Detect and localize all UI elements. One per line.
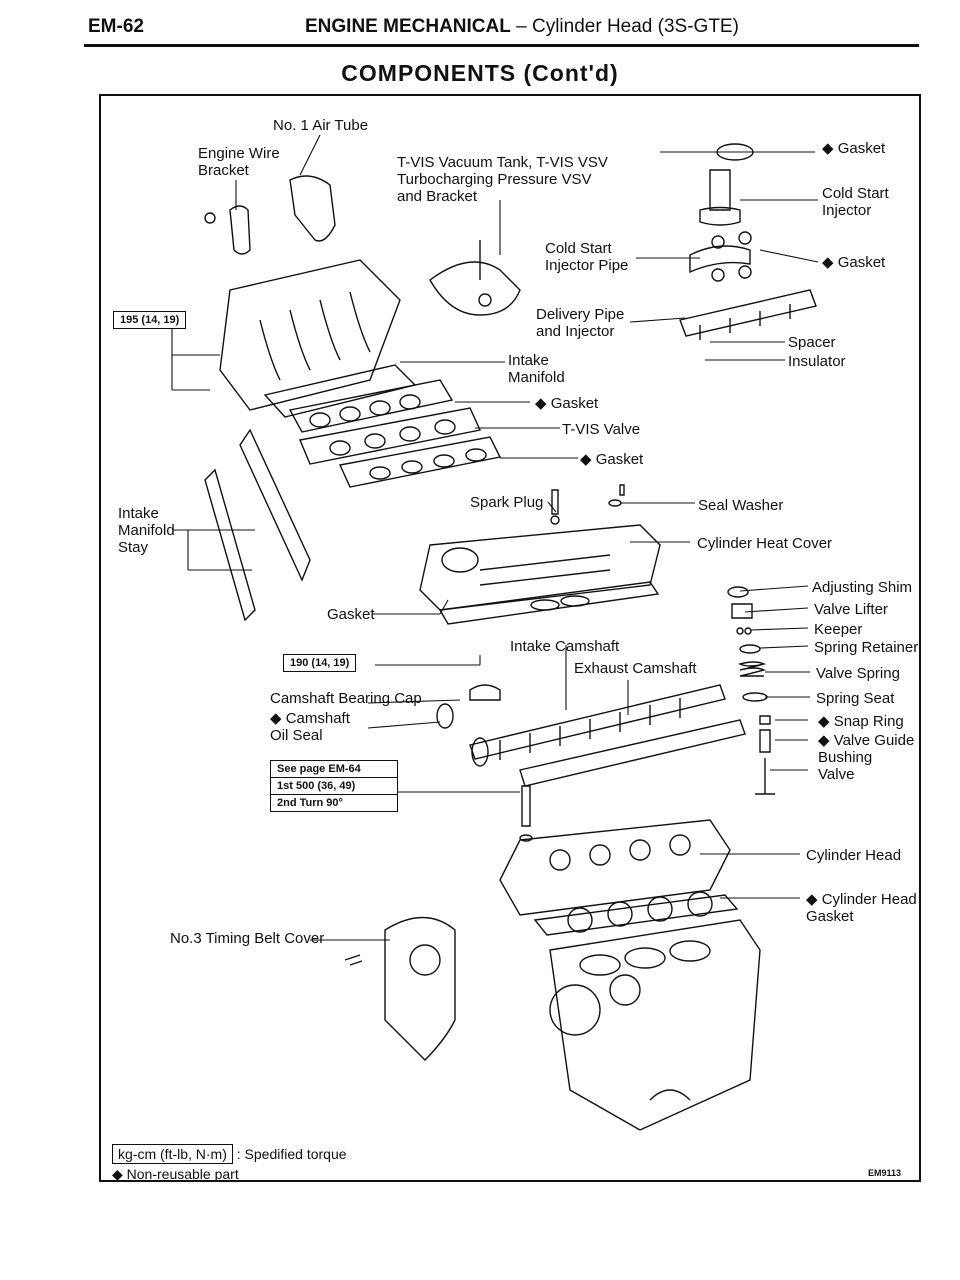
label-spacer: Spacer <box>788 334 836 351</box>
label-insulator: Insulator <box>788 353 846 370</box>
legend-nonreusable: ◆ Non-reusable part <box>112 1166 239 1182</box>
label-intake-manifold-stay: Intake Manifold Stay <box>118 505 175 556</box>
intake-manifold-sketch <box>219 259 417 418</box>
label-valve: Valve <box>818 766 855 783</box>
label-cold-start-injector: Cold Start Injector <box>822 185 889 219</box>
torque-box-bearing-cap: 190 (14, 19) <box>283 654 357 672</box>
cold-start-injector-sketch <box>699 143 754 226</box>
header-rule <box>84 44 919 47</box>
manifold-stay-sketch <box>204 428 311 622</box>
label-snap-ring: ◆ Snap Ring <box>818 713 904 730</box>
engine-block-sketch <box>549 919 761 1131</box>
legend-torque-text: : Spedified torque <box>236 1146 347 1162</box>
delivery-pipe-sketch <box>679 289 817 340</box>
label-tvis-vacuum-tank: T-VIS Vacuum Tank, T-VIS VSV Turbochargi… <box>397 154 608 205</box>
head-bolt-step1: 1st 500 (36, 49) <box>271 778 397 795</box>
figure-code: EM9113 <box>868 1168 902 1178</box>
label-intake-manifold: Intake Manifold <box>508 352 565 386</box>
injector-pipe-sketch <box>689 231 752 282</box>
leader-lines <box>171 134 819 941</box>
label-valve-spring: Valve Spring <box>816 665 900 682</box>
valve-train-sketch <box>727 586 775 795</box>
label-gasket-top: ◆ Gasket <box>822 140 886 157</box>
torque-box-intake-manifold: 195 (14, 19) <box>113 311 187 329</box>
spark-plug-sketch <box>550 484 625 525</box>
label-intake-camshaft: Intake Camshaft <box>510 638 620 655</box>
camshaft-sketch <box>469 684 746 787</box>
head-bolt-step2: 2nd Turn 90° <box>277 797 343 809</box>
vacuum-tank-sketch <box>429 240 521 316</box>
page-number: EM-62 <box>88 16 144 37</box>
label-delivery-pipe: Delivery Pipe and Injector <box>536 306 625 340</box>
label-gasket-cover: Gasket <box>327 606 375 623</box>
tvis-valve-sketch <box>299 407 482 465</box>
page-heading: COMPONENTS (Cont'd) <box>341 60 619 86</box>
torque-box-head-bolt: See page EM-64 1st 500 (36, 49) 2nd Turn… <box>270 760 398 812</box>
label-camshaft-oil-seal: ◆ Camshaft Oil Seal <box>270 710 350 744</box>
cylinder-head-cover-sketch <box>419 524 661 611</box>
subsection-name: – Cylinder Head (3S-GTE) <box>516 16 739 37</box>
bearing-cap-sketch <box>436 684 501 729</box>
label-valve-guide-bushing: ◆ Valve Guide Bushing <box>818 732 915 766</box>
label-cold-start-injector-pipe: Cold Start Injector Pipe <box>545 240 629 274</box>
timing-cover-sketch <box>344 916 456 1061</box>
air-tube-sketch <box>204 175 336 255</box>
label-gasket-tvis: ◆ Gasket <box>580 451 644 468</box>
label-no3-timing-belt-cover: No.3 Timing Belt Cover <box>170 930 325 947</box>
manifold-gasket-sketch <box>288 379 454 433</box>
legend-torque: kg-cm (ft-lb, N·m) : Spedified torque <box>112 1144 347 1164</box>
label-spring-retainer: Spring Retainer <box>814 639 919 656</box>
head-bolt-ref: See page EM-64 <box>271 761 397 778</box>
label-gasket-pipe: ◆ Gasket <box>822 254 886 271</box>
lower-gasket-sketch <box>338 436 502 488</box>
label-cylinder-head: Cylinder Head <box>806 847 902 864</box>
head-bolt-sketch <box>519 785 533 842</box>
page-section-title: ENGINE MECHANICAL – Cylinder Head (3S-GT… <box>305 16 739 38</box>
label-spring-seat: Spring Seat <box>816 690 895 707</box>
label-tvis-valve: T-VIS Valve <box>562 421 641 438</box>
legend-torque-unit: kg-cm (ft-lb, N·m) <box>112 1144 233 1164</box>
label-adjusting-shim: Adjusting Shim <box>812 579 913 596</box>
label-engine-wire-bracket: Engine Wire Bracket <box>198 145 280 179</box>
head-gasket-sketch <box>533 891 739 936</box>
label-no1-air-tube: No. 1 Air Tube <box>273 117 369 134</box>
label-camshaft-bearing-cap: Camshaft Bearing Cap <box>270 690 422 707</box>
section-name: ENGINE MECHANICAL <box>305 16 511 37</box>
label-exhaust-camshaft: Exhaust Camshaft <box>574 660 697 677</box>
label-spark-plug: Spark Plug <box>470 494 544 511</box>
label-gasket-manifold: ◆ Gasket <box>535 395 599 412</box>
label-seal-washer: Seal Washer <box>698 497 784 514</box>
label-cylinder-heat-cover: Cylinder Heat Cover <box>697 535 833 552</box>
cylinder-head-sketch <box>499 819 731 916</box>
cover-gasket-sketch <box>438 581 660 625</box>
label-keeper: Keeper <box>814 621 863 638</box>
label-cylinder-head-gasket: ◆ Cylinder Head Gasket <box>806 891 917 925</box>
label-valve-lifter: Valve Lifter <box>814 601 888 618</box>
diagram-frame <box>99 94 921 1182</box>
